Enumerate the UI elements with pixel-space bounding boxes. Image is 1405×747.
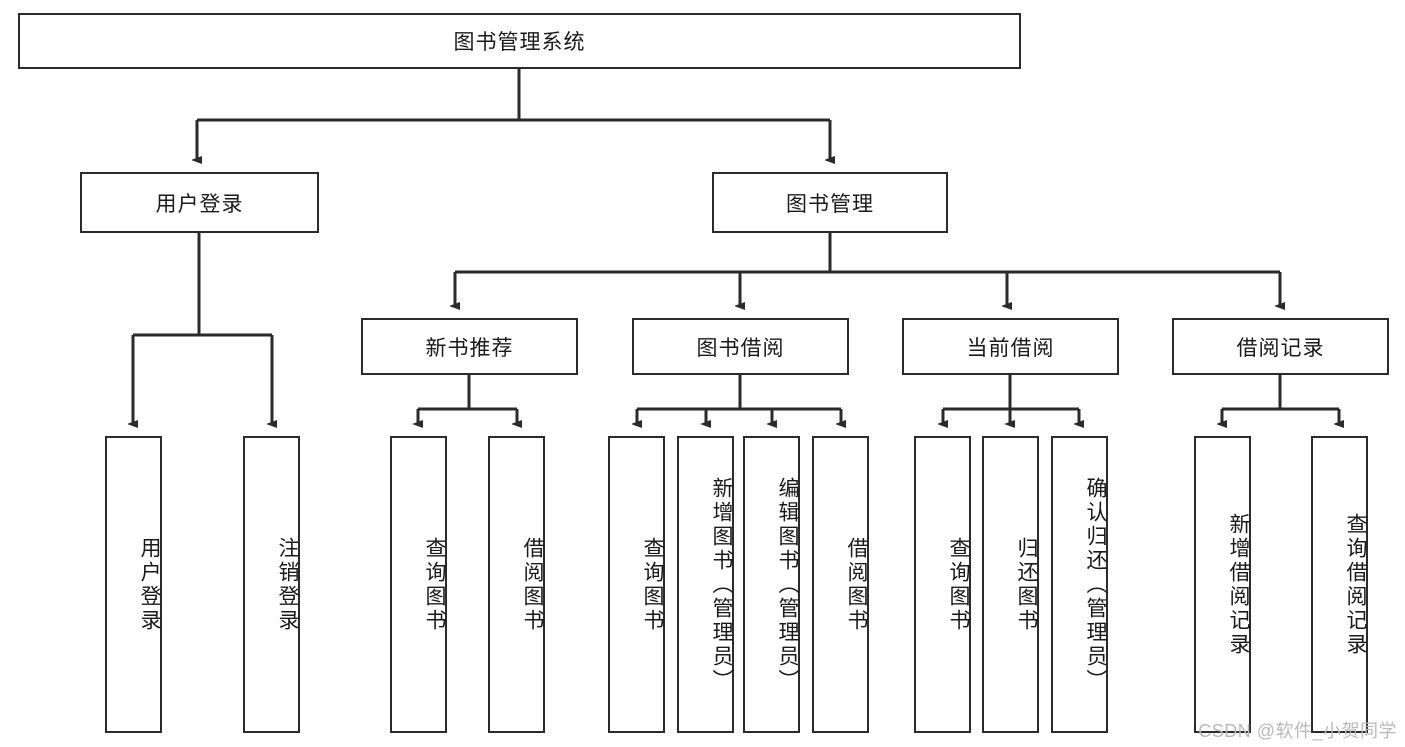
node-leaf-query-book-2[interactable]: 查询图书 xyxy=(608,436,665,733)
node-leaf-query-book-3[interactable]: 查询图书 xyxy=(914,436,971,733)
node-leaf-user-login-label: 用户登录 xyxy=(138,536,161,633)
node-leaf-query-book-1-label: 查询图书 xyxy=(423,536,446,633)
node-leaf-borrow-book-1-label: 借阅图书 xyxy=(521,536,544,633)
node-leaf-add-record[interactable]: 新增借阅记录 xyxy=(1194,436,1251,733)
node-borrow-record-label: 借阅记录 xyxy=(1236,336,1325,360)
node-borrow-record[interactable]: 借阅记录 xyxy=(1172,318,1389,375)
node-book-manage[interactable]: 图书管理 xyxy=(712,172,948,233)
node-leaf-add-record-label: 新增借阅记录 xyxy=(1227,512,1250,657)
node-new-book-rec[interactable]: 新书推荐 xyxy=(361,318,578,375)
node-book-manage-label: 图书管理 xyxy=(786,192,874,216)
node-leaf-add-book[interactable]: 新增图书（管理员） xyxy=(677,436,734,733)
node-leaf-return-book-label: 归还图书 xyxy=(1015,536,1038,633)
node-user-login-label: 用户登录 xyxy=(155,192,244,216)
node-leaf-query-book-3-label: 查询图书 xyxy=(947,536,970,633)
node-new-book-rec-label: 新书推荐 xyxy=(425,336,514,360)
node-leaf-user-login[interactable]: 用户登录 xyxy=(105,436,162,733)
node-leaf-add-book-label: 新增图书（管理员） xyxy=(710,476,733,693)
node-leaf-confirm-return-label: 确认归还（管理员） xyxy=(1084,476,1107,693)
node-leaf-query-book-1[interactable]: 查询图书 xyxy=(390,436,447,733)
node-leaf-edit-book-label: 编辑图书（管理员） xyxy=(776,476,799,693)
node-leaf-borrow-book-2-label: 借阅图书 xyxy=(845,536,868,633)
node-current-borrow-label: 当前借阅 xyxy=(966,336,1055,360)
node-leaf-query-record[interactable]: 查询借阅记录 xyxy=(1311,436,1368,733)
node-leaf-user-logout-label: 注销登录 xyxy=(276,536,299,633)
node-leaf-borrow-book-1[interactable]: 借阅图书 xyxy=(488,436,545,733)
node-leaf-query-record-label: 查询借阅记录 xyxy=(1344,512,1367,657)
node-root[interactable]: 图书管理系统 xyxy=(18,13,1021,69)
node-current-borrow[interactable]: 当前借阅 xyxy=(902,318,1119,375)
node-root-label: 图书管理系统 xyxy=(453,31,586,54)
node-book-borrow-label: 图书借阅 xyxy=(696,336,785,360)
node-leaf-confirm-return[interactable]: 确认归还（管理员） xyxy=(1051,436,1108,733)
node-leaf-borrow-book-2[interactable]: 借阅图书 xyxy=(812,436,869,733)
node-user-login[interactable]: 用户登录 xyxy=(80,172,319,233)
node-leaf-user-logout[interactable]: 注销登录 xyxy=(243,436,300,733)
node-leaf-return-book[interactable]: 归还图书 xyxy=(982,436,1039,733)
node-book-borrow[interactable]: 图书借阅 xyxy=(632,318,849,375)
node-leaf-query-book-2-label: 查询图书 xyxy=(641,536,664,633)
node-leaf-edit-book[interactable]: 编辑图书（管理员） xyxy=(743,436,800,733)
